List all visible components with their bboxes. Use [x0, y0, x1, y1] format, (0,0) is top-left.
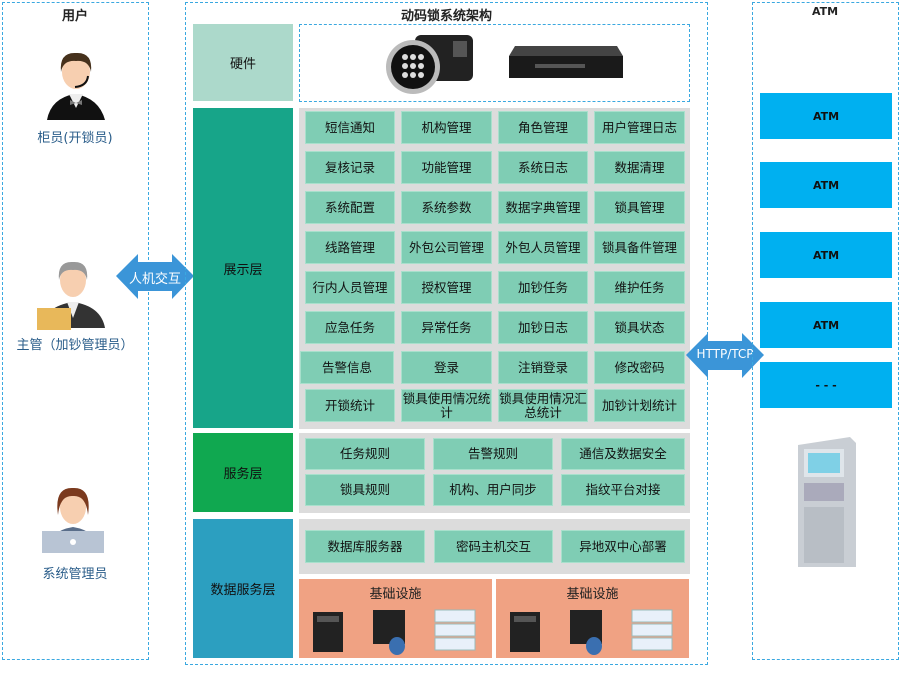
display-cell: 加钞日志: [498, 311, 588, 344]
users-panel: [2, 2, 149, 660]
data-cell: 数据库服务器: [305, 530, 425, 563]
display-cell: 锁具使用情况汇总统计: [498, 389, 588, 422]
display-cell: 加钞计划统计: [594, 389, 685, 422]
layer-display: 展示层: [193, 108, 293, 428]
atm-panel: [752, 2, 899, 660]
user-label-teller: 柜员(开锁员): [37, 131, 113, 146]
infrastructure-box: 基础设施: [299, 579, 492, 658]
layer-data: 数据服务层: [193, 519, 293, 658]
display-cell: 系统配置: [305, 191, 395, 224]
user-label-admin: 系统管理员: [42, 567, 108, 582]
service-cell: 指纹平台对接: [561, 474, 685, 506]
http-arrow: [686, 333, 764, 378]
display-cell: 告警信息: [300, 351, 394, 384]
display-cell: 异常任务: [401, 311, 492, 344]
lock-device-icon: [386, 35, 473, 94]
layer-hardware: 硬件: [193, 24, 293, 101]
display-cell: 数据字典管理: [498, 191, 588, 224]
display-cell: 数据清理: [594, 151, 685, 184]
interaction-label: 人机交互: [128, 272, 181, 287]
service-cell: 锁具规则: [305, 474, 425, 506]
atm-box: ATM: [760, 232, 892, 278]
interaction-arrow: [116, 254, 194, 299]
data-cell: 密码主机交互: [434, 530, 553, 563]
users-title: 用户: [61, 9, 88, 24]
atm-box: ATM: [760, 162, 892, 208]
display-cell: 角色管理: [498, 111, 588, 144]
display-cell: 锁具备件管理: [594, 231, 685, 264]
teller-avatar-icon: [47, 52, 105, 120]
display-cell: 系统参数: [401, 191, 492, 224]
atm-box: ATM: [760, 302, 892, 348]
service-cell: 机构、用户同步: [433, 474, 553, 506]
display-cell: 系统日志: [498, 151, 588, 184]
display-cell: 修改密码: [594, 351, 685, 384]
display-cell: 加钞任务: [498, 271, 588, 304]
atm-title: ATM: [811, 5, 839, 18]
display-cell: 复核记录: [305, 151, 395, 184]
display-cell: 登录: [401, 351, 492, 384]
layer-service: 服务层: [193, 433, 293, 512]
display-cell: 功能管理: [401, 151, 492, 184]
atm-box: ATM: [760, 93, 892, 139]
user-label-supervisor: 主管（加钞管理员）: [16, 338, 134, 353]
service-cell: 告警规则: [433, 438, 553, 470]
display-cell: 授权管理: [401, 271, 492, 304]
supervisor-avatar-icon: [37, 261, 105, 330]
display-cell: 机构管理: [401, 111, 492, 144]
atm-more-box: - - -: [760, 362, 892, 408]
display-cell: 应急任务: [305, 311, 395, 344]
display-cell: 注销登录: [498, 351, 588, 384]
display-cell: 行内人员管理: [305, 271, 395, 304]
infrastructure-label: 基础设施: [369, 587, 422, 602]
display-cell: 外包公司管理: [401, 231, 492, 264]
display-cell: 锁具管理: [594, 191, 685, 224]
servers-icon: [510, 609, 673, 655]
display-cell: 开锁统计: [305, 389, 395, 422]
display-cell: 线路管理: [305, 231, 395, 264]
atm-machine-icon: [798, 437, 856, 567]
data-cell: 异地双中心部署: [561, 530, 685, 563]
http-label: HTTP/TCP: [696, 347, 754, 361]
infrastructure-box: 基础设施: [496, 579, 689, 658]
infrastructure-label: 基础设施: [566, 587, 619, 602]
admin-avatar-icon: [42, 487, 104, 553]
display-cell: 锁具使用情况统计: [401, 389, 492, 422]
service-cell: 通信及数据安全: [561, 438, 685, 470]
display-cell: 用户管理日志: [594, 111, 685, 144]
server-box-icon: [509, 46, 623, 78]
architecture-title: 动码锁系统架构: [400, 9, 492, 24]
servers-icon: [313, 609, 476, 655]
display-cell: 外包人员管理: [498, 231, 588, 264]
service-cell: 任务规则: [305, 438, 425, 470]
hardware-area: [299, 24, 690, 102]
display-cell: 锁具状态: [594, 311, 685, 344]
display-cell: 短信通知: [305, 111, 395, 144]
display-cell: 维护任务: [594, 271, 685, 304]
